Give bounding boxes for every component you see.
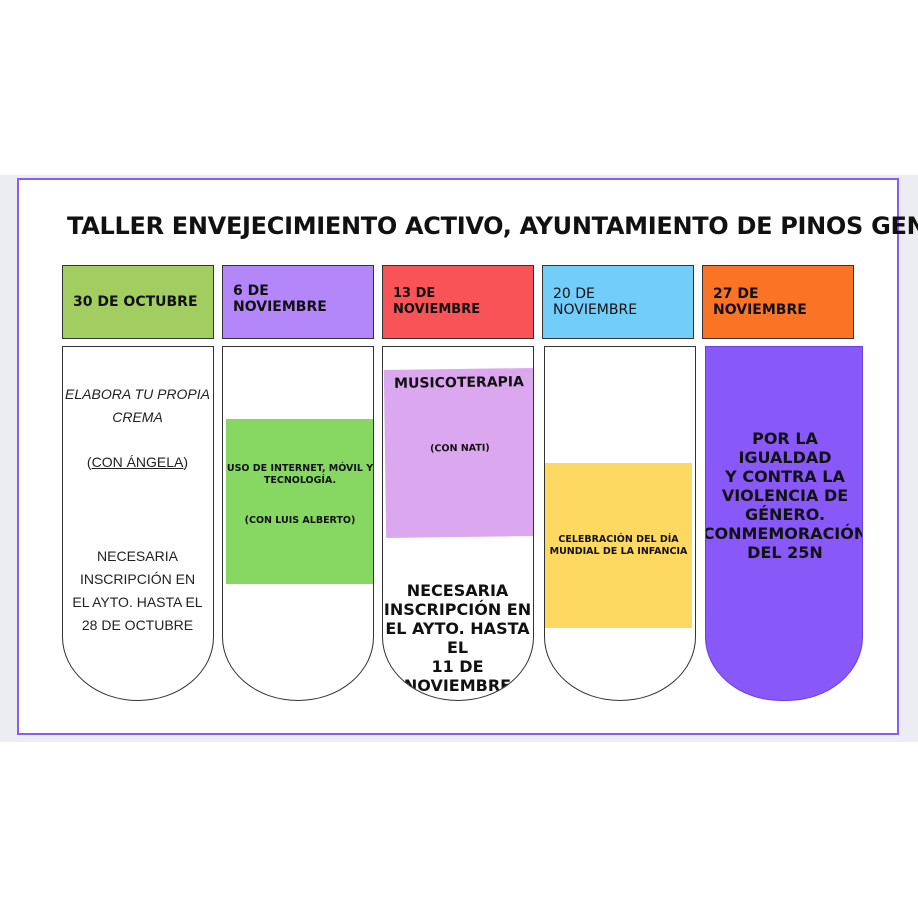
- date-header-2: 6 DE NOVIEMBRE: [222, 265, 374, 339]
- activity-line: VIOLENCIA DE: [721, 486, 849, 505]
- sticky-note-yellow: CELEBRACIÓN DEL DÍA MUNDIAL DE LA INFANC…: [545, 463, 692, 628]
- note-line: INSCRIPCIÓN EN: [79, 571, 196, 587]
- note-line: NECESARIA: [406, 581, 509, 600]
- activity-line: CELEBRACIÓN DEL DÍA: [558, 533, 679, 545]
- registration-note: NECESARIA INSCRIPCIÓN EN EL AYTO. HASTA …: [63, 545, 212, 637]
- paren: (: [86, 454, 92, 470]
- note-line: 11 DE NOVIEMBRE: [403, 657, 512, 695]
- activity-line: CREMA: [112, 409, 163, 425]
- instructor-text: (CON ÁNGELA): [63, 451, 212, 474]
- note-line: EL AYTO. HASTA EL: [385, 619, 530, 657]
- activity-line: TECNOLOGÍA.: [263, 475, 337, 486]
- activity-line: CONMEMORACIÓN: [705, 524, 863, 543]
- date-label: NOVIEMBRE: [233, 299, 327, 315]
- sticky-note-lilac: MUSICOTERAPIA (CON NATI): [383, 367, 533, 539]
- instructor-text: (CON LUIS ALBERTO): [244, 515, 356, 526]
- note-line: 28 DE OCTUBRE: [81, 617, 194, 633]
- activity-line: ELABORA TU PROPIA: [65, 386, 210, 402]
- sticky-note-green: USO DE INTERNET, MÓVIL Y TECNOLOGÍA. (CO…: [226, 419, 374, 584]
- date-label: 13 DE NOVIEMBRE: [393, 286, 481, 317]
- activity-line: DEL 25N: [747, 543, 823, 562]
- schedule-slide: TALLER ENVEJECIMIENTO ACTIVO, AYUNTAMIEN…: [17, 178, 918, 735]
- note-line: NECESARIA: [97, 548, 178, 564]
- date-label: 6 DE: [233, 283, 269, 299]
- activity-tube-3: MUSICOTERAPIA (CON NATI) NECESARIA INSCR…: [382, 346, 534, 701]
- activity-line: POR LA IGUALDAD: [738, 429, 832, 467]
- activity-tube-5: POR LA IGUALDAD Y CONTRA LA VIOLENCIA DE…: [705, 346, 863, 701]
- activity-tube-1: ELABORA TU PROPIA CREMA (CON ÁNGELA) NEC…: [62, 346, 214, 701]
- date-label: 20 DE NOVIEMBRE: [553, 286, 638, 318]
- activity-tube-2: USO DE INTERNET, MÓVIL Y TECNOLOGÍA. (CO…: [222, 346, 374, 701]
- paren: ): [183, 454, 189, 470]
- date-header-1: 30 DE OCTUBRE: [62, 265, 214, 339]
- date-label: 30 DE OCTUBRE: [73, 294, 198, 310]
- date-label: 27 DE NOVIEMBRE: [713, 286, 807, 318]
- date-header-5: 27 DE NOVIEMBRE: [702, 265, 854, 339]
- note-line: INSCRIPCIÓN EN: [383, 600, 532, 619]
- activity-line: USO DE INTERNET, MÓVIL Y: [226, 463, 374, 474]
- page-title: TALLER ENVEJECIMIENTO ACTIVO, AYUNTAMIEN…: [67, 212, 918, 240]
- note-line: EL AYTO. HASTA EL: [72, 594, 203, 610]
- instructor-text: (CON NATI): [430, 442, 490, 455]
- date-header-3: 13 DE NOVIEMBRE: [382, 265, 534, 339]
- activity-line: GÉNERO.: [744, 505, 826, 524]
- activity-text: POR LA IGUALDAD Y CONTRA LA VIOLENCIA DE…: [705, 429, 863, 562]
- date-header-4: 20 DE NOVIEMBRE: [542, 265, 694, 339]
- activity-tube-4: CELEBRACIÓN DEL DÍA MUNDIAL DE LA INFANC…: [544, 346, 696, 701]
- instructor-name: CON ÁNGELA: [91, 454, 184, 470]
- activity-text: ELABORA TU PROPIA CREMA: [63, 383, 212, 429]
- activity-line: Y CONTRA LA: [725, 467, 845, 486]
- registration-note: NECESARIA INSCRIPCIÓN EN EL AYTO. HASTA …: [383, 581, 532, 695]
- activity-title: MUSICOTERAPIA: [394, 374, 525, 392]
- activity-line: MUNDIAL DE LA INFANCIA: [549, 545, 688, 557]
